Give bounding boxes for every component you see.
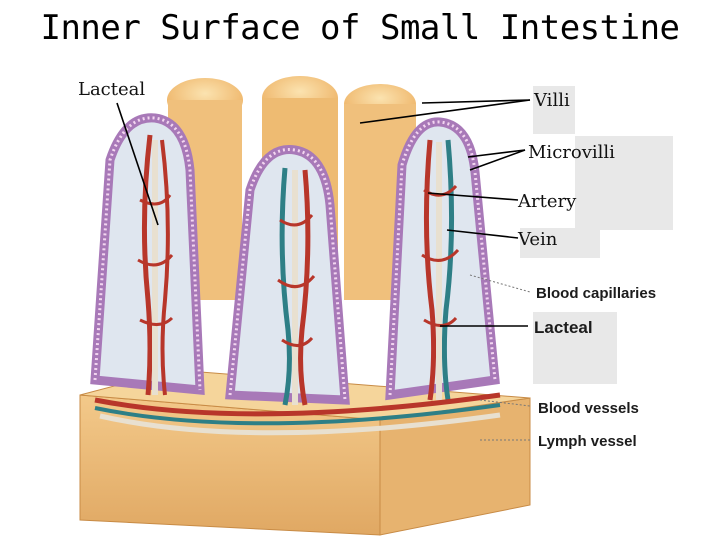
label-blood-capillaries: Blood capillaries — [536, 285, 656, 302]
label-box-villi — [533, 86, 575, 134]
page-title: Inner Surface of Small Intestine — [40, 8, 680, 48]
label-blood-vessels: Blood vessels — [538, 400, 639, 417]
label-villi: Villi — [533, 90, 570, 111]
label-vein: Vein — [517, 229, 558, 250]
label-box-vein — [520, 228, 600, 258]
label-lymph-vessel: Lymph vessel — [538, 433, 637, 450]
label-artery: Artery — [517, 191, 577, 212]
base-vessels — [94, 392, 501, 436]
label-box-lacteal — [533, 312, 617, 384]
villus-left — [90, 113, 205, 396]
villus-middle — [225, 145, 350, 406]
villus-right — [385, 117, 500, 401]
label-box-microvilli — [575, 136, 673, 230]
leader-lines — [116, 99, 531, 327]
label-lacteal-right: Lacteal — [534, 318, 593, 337]
label-microvilli: Microvilli — [528, 142, 615, 163]
dotted-leader-lines — [469, 274, 531, 441]
label-lacteal-left: Lacteal — [78, 79, 145, 100]
